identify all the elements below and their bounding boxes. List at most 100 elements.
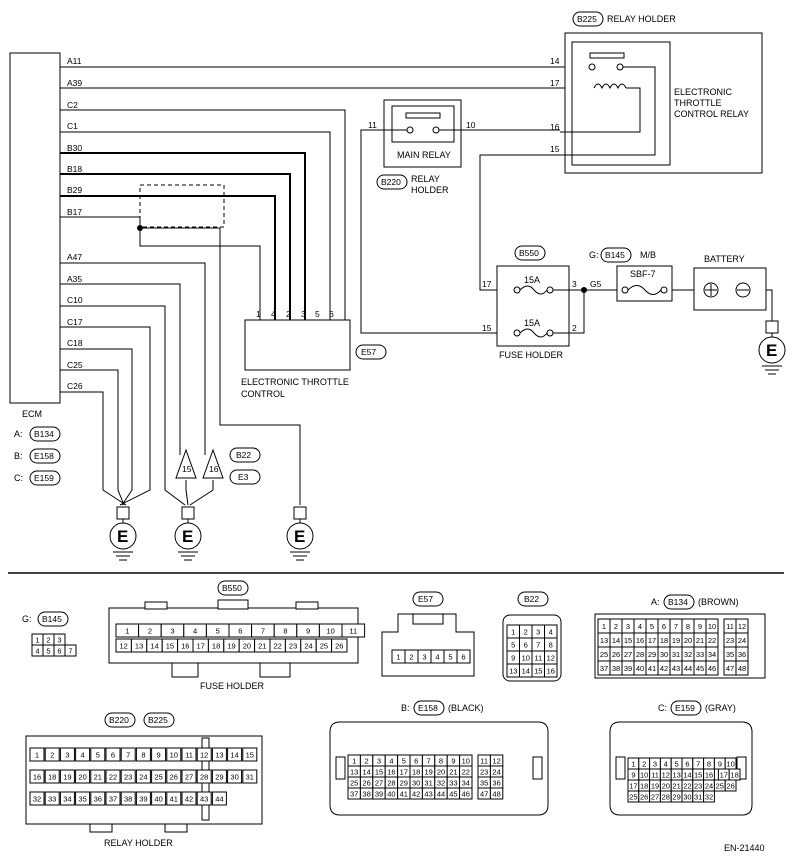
b134-pin-9: 9: [698, 622, 702, 631]
etc-pin-1: 1: [256, 309, 261, 319]
relay-holder-pin-41: 41: [170, 795, 178, 804]
wire-fuse-2: [553, 290, 585, 334]
etc-relay-inner-box: [571, 41, 671, 166]
relay-holder-pin-36: 36: [94, 795, 102, 804]
b550-pin-17: 17: [197, 642, 205, 651]
battery-label: BATTERY: [704, 254, 745, 264]
relay-holder-pin-16-cell: [29, 769, 45, 784]
relay-holder-pin-8-cell: [135, 747, 151, 762]
relay-holder-pin-44: 44: [215, 795, 223, 804]
b22-pin-13: 13: [509, 667, 517, 676]
e158-pin-15: 15: [375, 768, 383, 777]
relay-holder-pin-43: 43: [200, 795, 208, 804]
relay-holder-pin-44-cell: [211, 791, 227, 806]
etc-box: [244, 319, 351, 371]
relay-holder-pin-19: 19: [63, 773, 71, 782]
b134-pin-36: 36: [738, 650, 746, 659]
relay-holder-pin-13: 13: [215, 751, 223, 760]
relay-holder-pin-18-cell: [44, 769, 60, 784]
e159-pin-26: 26: [640, 793, 648, 802]
e159-pin-32: 32: [705, 793, 713, 802]
ecm-wires: [60, 66, 590, 506]
e158-pin-11: 11: [480, 757, 488, 766]
b145-face-code: B145: [42, 614, 62, 624]
b145-pin-4: 4: [35, 647, 39, 656]
relay-holder-pin-28: 28: [200, 773, 208, 782]
relay-holder-pin-12: 12: [200, 751, 208, 760]
wire-b18: [60, 173, 291, 320]
b134-pin-33: 33: [696, 650, 704, 659]
relay-holder-pin-22-cell: [105, 769, 121, 784]
e57-pin-6: 6: [461, 653, 465, 662]
e158-pin-9: 9: [451, 757, 455, 766]
wire-b17: [60, 216, 261, 320]
fuse-bottom-rating: 15A: [524, 318, 540, 328]
relay-holder-pin-12-cell: [196, 747, 212, 762]
b134-pin-29: 29: [648, 650, 656, 659]
relay-holder-pin-31: 31: [246, 773, 254, 782]
ecm-pin-c25: C25: [67, 360, 83, 370]
etc-pin-5: 5: [315, 309, 320, 319]
b145-face-oval: [37, 611, 69, 627]
e57-pin-5: 5: [448, 653, 452, 662]
ecm-pin-c26: C26: [67, 381, 83, 391]
relay-holder-pin-2: 2: [50, 751, 54, 760]
relay-pin-17: 17: [550, 78, 560, 88]
b550-pin-16: 16: [181, 642, 189, 651]
b134-pin-38: 38: [612, 664, 620, 673]
b134-pin-5: 5: [650, 622, 654, 631]
etc-relay-label-3: CONTROL RELAY: [674, 109, 749, 119]
e57-pin-2: 2: [409, 653, 413, 662]
relay-holder-pin-7-cell: [120, 747, 136, 762]
e158-pin-20: 20: [437, 768, 445, 777]
ecm-pin-b17: B17: [67, 207, 82, 217]
b134-pin-22: 22: [708, 636, 716, 645]
ecm-pin-c17: C17: [67, 317, 83, 327]
ecm-terminal-labels: A11 A39 C2 C1 B30 B18 B29 B17 A47 A35 C1…: [67, 56, 83, 391]
relay-holder-pin-9-cell: [151, 747, 167, 762]
ground-middle-terminal: [181, 506, 195, 520]
ecm-pin-a47: A47: [67, 252, 82, 262]
ecm-pin-b29: B29: [67, 185, 82, 195]
main-pin-11: 11: [368, 120, 377, 130]
b134-pin-6: 6: [662, 622, 666, 631]
e159-pin-21: 21: [672, 782, 680, 791]
ground-left-label: E: [117, 527, 128, 546]
e159-pin-7: 7: [696, 760, 700, 769]
b134-pin-37: 37: [600, 664, 608, 673]
b134-pin-18: 18: [660, 636, 668, 645]
legend-a-letter: A:: [14, 429, 23, 439]
e159-pin-12: 12: [662, 771, 670, 780]
ecm-pin-b30: B30: [67, 143, 82, 153]
shield-junction-dot: [137, 225, 143, 231]
b22-face-oval: [517, 591, 549, 607]
e158-pin-42: 42: [412, 790, 420, 799]
b550-pin-20: 20: [243, 642, 251, 651]
g-prefix: G:: [589, 250, 599, 260]
b134-pin-28: 28: [636, 650, 644, 659]
relay-holder-pin-20-cell: [75, 769, 91, 784]
relay-holder-pin-34: 34: [63, 795, 71, 804]
b22-pin16-triangle: [202, 448, 224, 479]
b550-code: B550: [519, 248, 539, 258]
e158-pin-4: 4: [389, 757, 393, 766]
e158-pin-46-cell: [459, 787, 473, 800]
e159-pin-3: 3: [653, 760, 657, 769]
e158-pin-32: 32: [437, 779, 445, 788]
relay-holder-pin-4: 4: [81, 751, 85, 760]
wire-c1: [60, 131, 331, 320]
relay-holder-pin-1-cell: [29, 747, 45, 762]
relay-holder-pin-21: 21: [94, 773, 102, 782]
e159-pin-18: 18: [640, 782, 648, 791]
relay-holder-pin-21-cell: [90, 769, 106, 784]
fuse-pin-17: 17: [482, 279, 492, 289]
fuse-holder-label: FUSE HOLDER: [499, 350, 564, 360]
e57-face-code: E57: [418, 594, 433, 604]
e158-face-prefix: B:: [401, 703, 410, 713]
b22-pin-12: 12: [547, 654, 555, 663]
relay-holder-pin-33: 33: [48, 795, 56, 804]
b134-pin-3: 3: [626, 622, 630, 631]
